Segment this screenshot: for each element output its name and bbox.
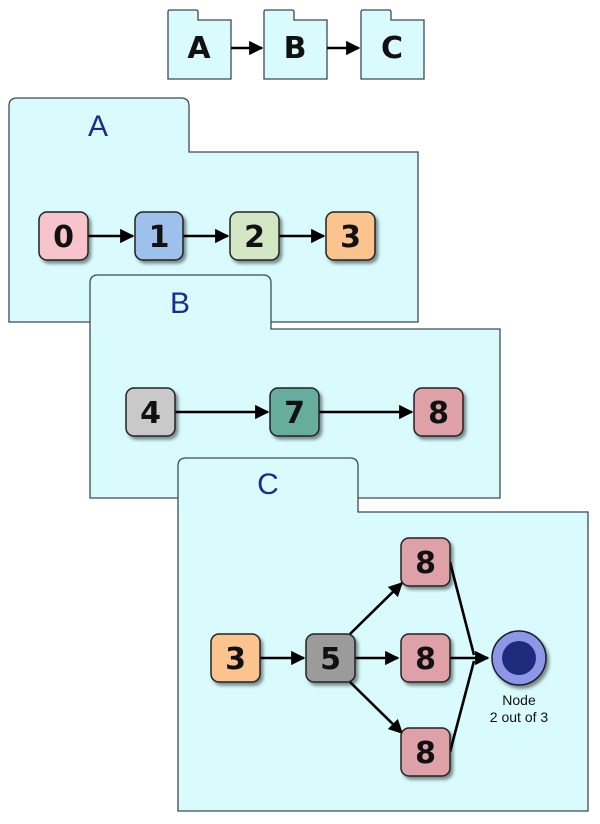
- node-a0-label: 0: [53, 220, 74, 255]
- node-c8-top-box: [400, 537, 451, 587]
- node-c5-label: 5: [320, 642, 341, 677]
- folder-c: C 3 5 8 8 8: [177, 457, 589, 812]
- node-b7-label: 7: [284, 396, 305, 431]
- node-b4-label: 4: [140, 396, 161, 431]
- node-c8-mid-label: 8: [415, 642, 436, 677]
- node-c3[interactable]: 3: [210, 633, 261, 683]
- node-b8-box: [413, 387, 464, 437]
- folder-a: A 0 1 2 3: [8, 97, 419, 323]
- mini-folder-a[interactable]: A: [167, 9, 232, 80]
- node-a2-box: [229, 211, 280, 261]
- node-a3-label: 3: [340, 220, 361, 255]
- node-a2[interactable]: 2: [229, 211, 280, 261]
- node-a1-label: 1: [149, 220, 170, 255]
- mini-folder-c-label: C: [381, 31, 403, 66]
- terminal-node-inner: [502, 641, 536, 675]
- node-c3-label: 3: [225, 642, 246, 677]
- node-c8-bot-box: [400, 727, 451, 777]
- top-flow: A B C: [167, 9, 425, 80]
- terminal-caption-line2: 2 out of 3: [490, 709, 549, 725]
- node-a1-box: [134, 211, 184, 261]
- folder-c-edges: [260, 561, 490, 753]
- node-b8-label: 8: [428, 396, 449, 431]
- edge-c5-c8bot: [349, 681, 404, 735]
- node-c5[interactable]: 5: [305, 633, 356, 683]
- node-c8-mid-box: [400, 633, 451, 683]
- node-b7[interactable]: 7: [269, 387, 320, 437]
- folder-a-shape: [8, 97, 419, 323]
- folder-a-title: A: [88, 110, 108, 143]
- node-c8-bot[interactable]: 8: [400, 727, 451, 777]
- node-c8-top-label: 8: [415, 546, 436, 581]
- node-b4[interactable]: 4: [125, 387, 176, 437]
- node-a2-label: 2: [244, 220, 265, 255]
- node-c8-top[interactable]: 8: [400, 537, 451, 587]
- mini-folder-a-label: A: [187, 31, 211, 66]
- terminal-caption-line1: Node: [502, 692, 536, 708]
- terminal-node[interactable]: [491, 630, 547, 686]
- node-c5-box: [305, 633, 356, 683]
- folder-b-shape: [89, 274, 501, 499]
- node-a3-box: [325, 211, 376, 261]
- mini-folder-b-label: B: [284, 31, 307, 66]
- node-b8[interactable]: 8: [413, 387, 464, 437]
- node-a1[interactable]: 1: [134, 211, 184, 261]
- folder-c-title: C: [257, 468, 279, 501]
- folder-b: B 4 7 8: [89, 274, 501, 499]
- folder-c-shape: [177, 457, 589, 812]
- node-a3[interactable]: 3: [325, 211, 376, 261]
- edge-c5-c8top: [349, 581, 404, 635]
- folder-b-title: B: [170, 287, 190, 320]
- mini-folder-c[interactable]: C: [360, 9, 425, 80]
- edge-c8bot-terminal: [448, 660, 476, 753]
- node-a0[interactable]: 0: [38, 211, 89, 261]
- node-b4-box: [125, 387, 176, 437]
- edge-c8top-terminal: [448, 561, 476, 656]
- node-a0-box: [38, 211, 89, 261]
- node-c8-mid[interactable]: 8: [400, 633, 451, 683]
- node-b7-box: [269, 387, 320, 437]
- node-c3-box: [210, 633, 261, 683]
- node-c8-bot-label: 8: [415, 736, 436, 771]
- mini-folder-b[interactable]: B: [263, 9, 328, 80]
